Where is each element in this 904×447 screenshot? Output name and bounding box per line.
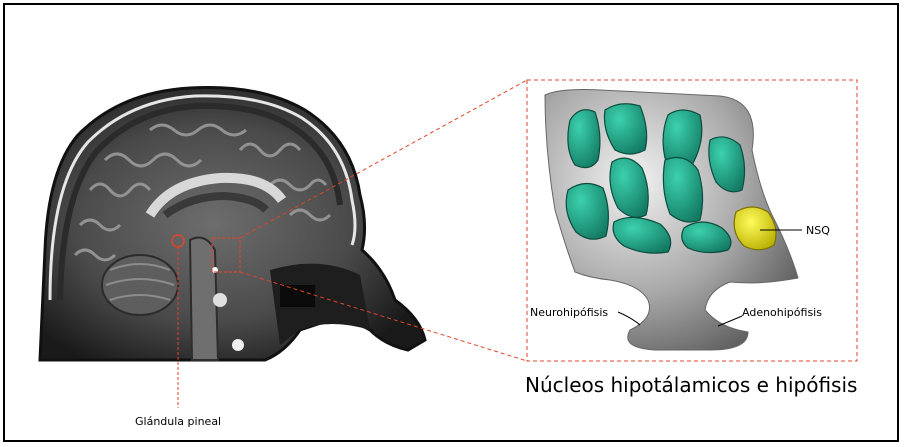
adeno-leader-line — [718, 316, 742, 326]
diagram-title: Núcleos hipotálamicos e hipófisis — [525, 373, 857, 397]
nucleus-1 — [568, 110, 600, 168]
neurohipofisis-label: Neurohipófisis — [530, 306, 608, 319]
mri-head-image — [40, 87, 425, 360]
nsq-label: NSQ — [806, 224, 830, 237]
neuro-leader-line — [618, 312, 640, 325]
adenohipofisis-label: Adenohipófisis — [742, 306, 822, 319]
pineal-label: Glándula pineal — [135, 415, 221, 428]
